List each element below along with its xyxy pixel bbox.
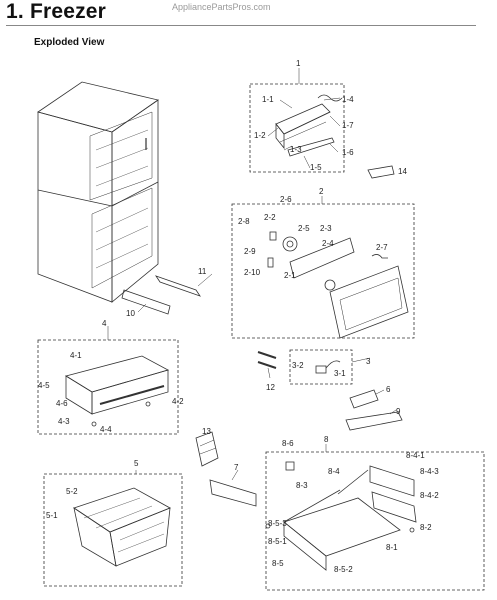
group-3-box <box>289 349 353 385</box>
callout-2-2: 2-2 <box>264 213 276 222</box>
callout-4-4: 4-4 <box>100 425 112 434</box>
refrigerator-cabinet <box>37 81 159 303</box>
callout-8-4: 8-4 <box>328 467 340 476</box>
callout-14: 14 <box>398 167 407 176</box>
callout-1-3: 1-3 <box>290 145 302 154</box>
callout-4: 4 <box>102 319 107 328</box>
callout-8-3: 8-3 <box>296 481 308 490</box>
part-7 <box>209 479 257 507</box>
callout-2: 2 <box>319 187 324 196</box>
ice-maker-part <box>275 94 343 157</box>
callout-1-6: 1-6 <box>342 148 354 157</box>
callout-3: 3 <box>366 357 371 366</box>
callout-8-6: 8-6 <box>282 439 294 448</box>
part-9 <box>345 411 403 431</box>
callout-2-7: 2-7 <box>376 243 388 252</box>
callout-4-1: 4-1 <box>70 351 82 360</box>
callout-2-5: 2-5 <box>298 224 310 233</box>
callout-1: 1 <box>296 59 301 68</box>
callout-2-1: 2-1 <box>284 271 296 280</box>
callout-3-1: 3-1 <box>334 369 346 378</box>
callout-4-3: 4-3 <box>58 417 70 426</box>
callout-8-4-1: 8-4-1 <box>406 451 425 460</box>
callout-4-2: 4-2 <box>172 397 184 406</box>
callout-11: 11 <box>198 267 207 276</box>
part-12 <box>257 351 277 369</box>
callout-8-5-3: 8-5-3 <box>268 519 287 528</box>
group-1-box <box>249 83 345 173</box>
callout-1-5: 1-5 <box>310 163 322 172</box>
callout-2-9: 2-9 <box>244 247 256 256</box>
callout-2-10: 2-10 <box>244 268 261 277</box>
callout-1-7: 1-7 <box>342 121 354 130</box>
callout-2-4: 2-4 <box>322 239 334 248</box>
callout-8-4-2: 8-4-2 <box>420 491 439 500</box>
callout-8-5-1: 8-5-1 <box>268 537 287 546</box>
callout-5-2: 5-2 <box>66 487 78 496</box>
group-5-box <box>43 473 183 587</box>
evaporator-cover-part <box>267 231 409 339</box>
drawer-4 <box>64 355 170 427</box>
drawer-rail-assembly-8 <box>265 461 417 571</box>
callout-5: 5 <box>134 459 139 468</box>
part-10 <box>121 289 171 315</box>
sensor-part-3 <box>315 360 341 374</box>
section-subtitle: Exploded View <box>34 37 105 48</box>
group-8-box <box>265 451 485 591</box>
callout-2-8: 2-8 <box>238 217 250 226</box>
callout-3-2: 3-2 <box>292 361 304 370</box>
basket-5 <box>73 487 171 567</box>
callout-8-4-3: 8-4-3 <box>420 467 439 476</box>
callout-2-6: 2-6 <box>280 195 292 204</box>
part-11 <box>155 275 201 297</box>
callout-labels: 1 1-1 1-4 1-2 1-7 1-3 1-6 1-5 14 2 2-6 2… <box>38 59 439 574</box>
group-2-box <box>231 203 415 339</box>
callout-4-6: 4-6 <box>56 399 68 408</box>
watermark: AppliancePartsPros.com <box>172 2 271 12</box>
callout-9: 9 <box>396 407 401 416</box>
part-6 <box>349 389 379 409</box>
callout-8-2: 8-2 <box>420 523 432 532</box>
page-title: 1. Freezer <box>6 0 107 23</box>
callout-5-1: 5-1 <box>46 511 58 520</box>
callout-8-1: 8-1 <box>386 543 398 552</box>
callout-8-5-2: 8-5-2 <box>334 565 353 574</box>
callout-8: 8 <box>324 435 329 444</box>
callout-7: 7 <box>234 463 239 472</box>
part-14 <box>367 165 395 179</box>
callout-1-1: 1-1 <box>262 95 274 104</box>
part-13 <box>195 431 219 467</box>
callout-1-2: 1-2 <box>254 131 266 140</box>
callout-6: 6 <box>386 385 391 394</box>
callout-12: 12 <box>266 383 275 392</box>
callout-1-4: 1-4 <box>342 95 354 104</box>
title-divider <box>6 25 476 26</box>
callout-8-5: 8-5 <box>272 559 284 568</box>
callout-13: 13 <box>202 427 211 436</box>
callout-4-5: 4-5 <box>38 381 50 390</box>
callout-10: 10 <box>126 309 135 318</box>
leader-lines <box>107 68 397 481</box>
callout-2-3: 2-3 <box>320 224 332 233</box>
